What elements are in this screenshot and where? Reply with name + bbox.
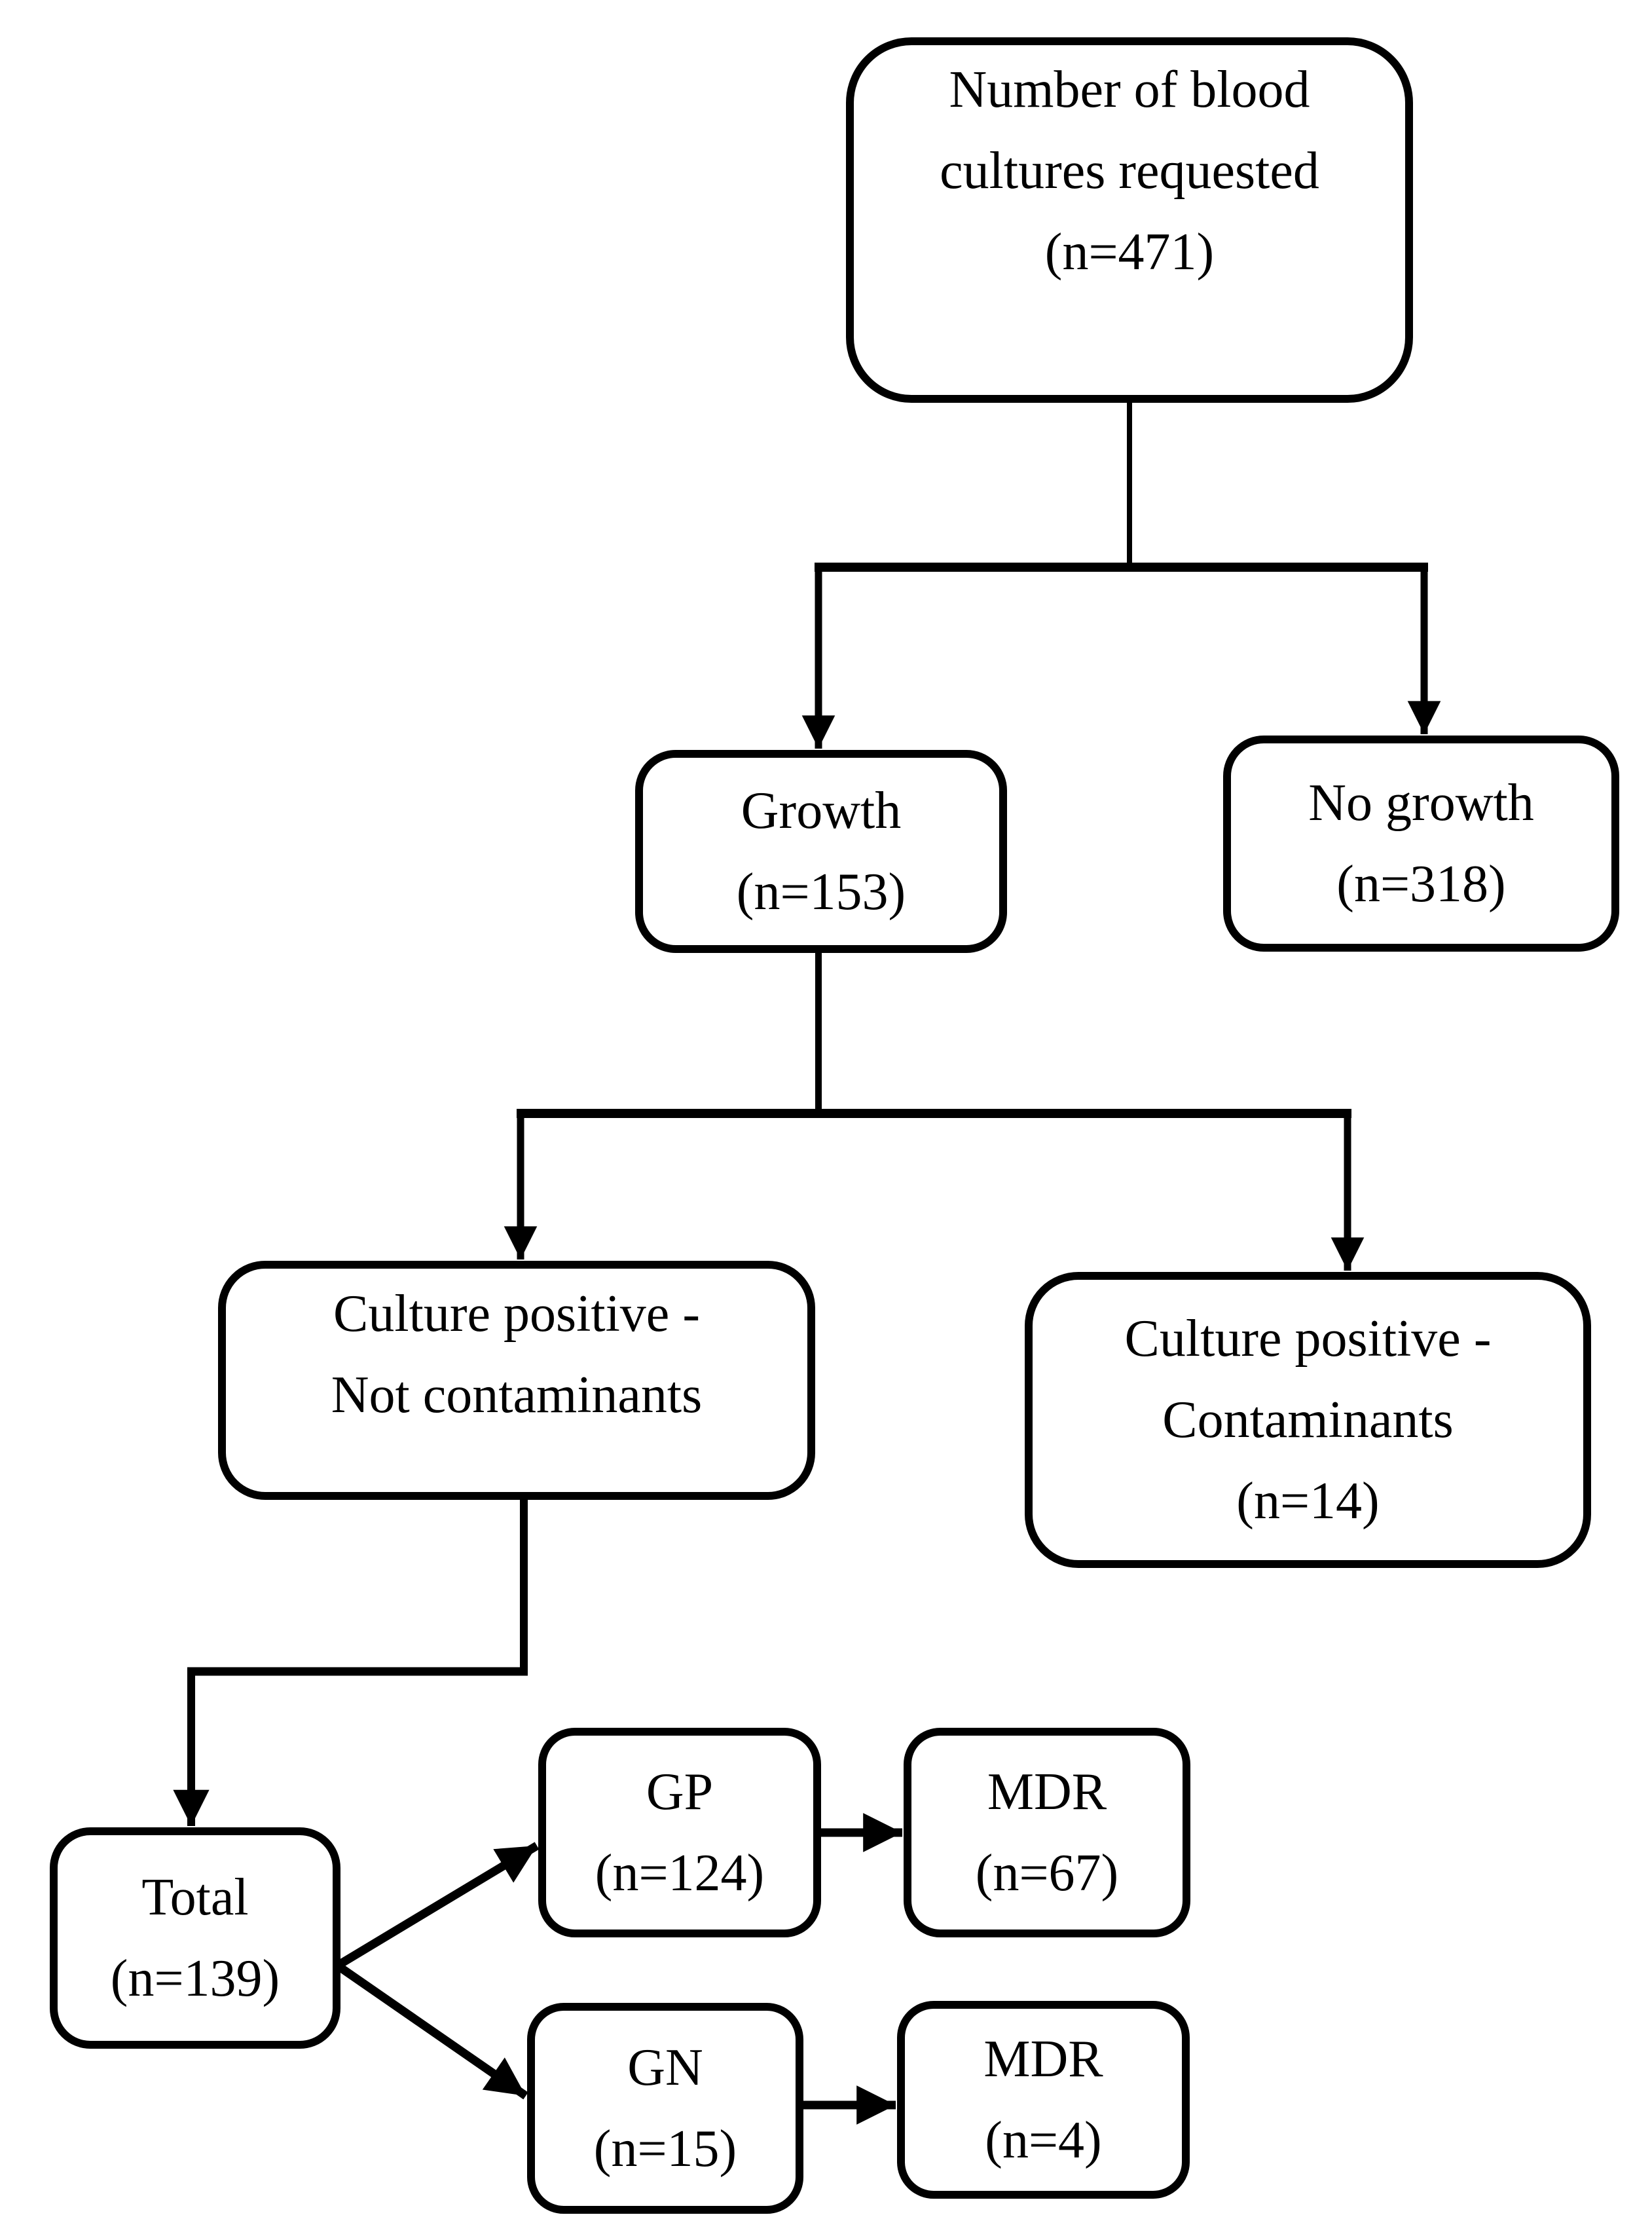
node-count: (n=124) (595, 1844, 765, 1902)
node-gn: GN (n=15) (527, 2003, 803, 2214)
node-count: (n=15) (593, 2120, 737, 2178)
node-label: MDR (983, 2030, 1103, 2088)
node-culture-positive-contaminants: Culture positive - Contaminants (n=14) (1025, 1272, 1591, 1568)
node-count: (n=153) (736, 863, 906, 921)
node-label: Not contaminants (331, 1366, 703, 1424)
node-label: No growth (1308, 774, 1534, 832)
node-count: (n=318) (1336, 855, 1506, 913)
node-mdr-gn: MDR (n=4) (897, 2001, 1190, 2199)
node-label: MDR (987, 1763, 1107, 1821)
node-gp: GP (n=124) (538, 1728, 821, 1937)
node-count: (n=471) (1044, 223, 1215, 281)
node-label: Culture positive - (1124, 1310, 1492, 1368)
node-culture-positive-not-contaminants: Culture positive - Not contaminants (218, 1261, 815, 1500)
node-count: (n=4) (985, 2112, 1102, 2169)
edge-total-to-gp-arrow (334, 1842, 540, 1970)
node-total: Total (n=139) (50, 1827, 340, 2049)
node-label: GN (627, 2039, 703, 2097)
node-count: (n=14) (1236, 1472, 1380, 1530)
node-label: Culture positive - (333, 1284, 700, 1343)
node-no-growth: No growth (n=318) (1223, 736, 1619, 952)
node-count: (n=139) (110, 1950, 280, 2007)
node-count: (n=67) (975, 1844, 1119, 1902)
node-label: cultures requested (940, 142, 1319, 200)
edge-total-to-gn-arrow (334, 1961, 528, 2100)
node-growth: Growth (n=153) (635, 750, 1007, 953)
node-mdr-gp: MDR (n=67) (904, 1728, 1190, 1937)
node-label: Growth (741, 782, 902, 840)
node-label: Total (141, 1869, 249, 1926)
node-label: Contaminants (1162, 1391, 1454, 1449)
node-blood-cultures-requested: Number of blood cultures requested (n=47… (846, 37, 1413, 403)
node-label: Number of blood (949, 61, 1310, 119)
node-label: GP (646, 1763, 714, 1821)
